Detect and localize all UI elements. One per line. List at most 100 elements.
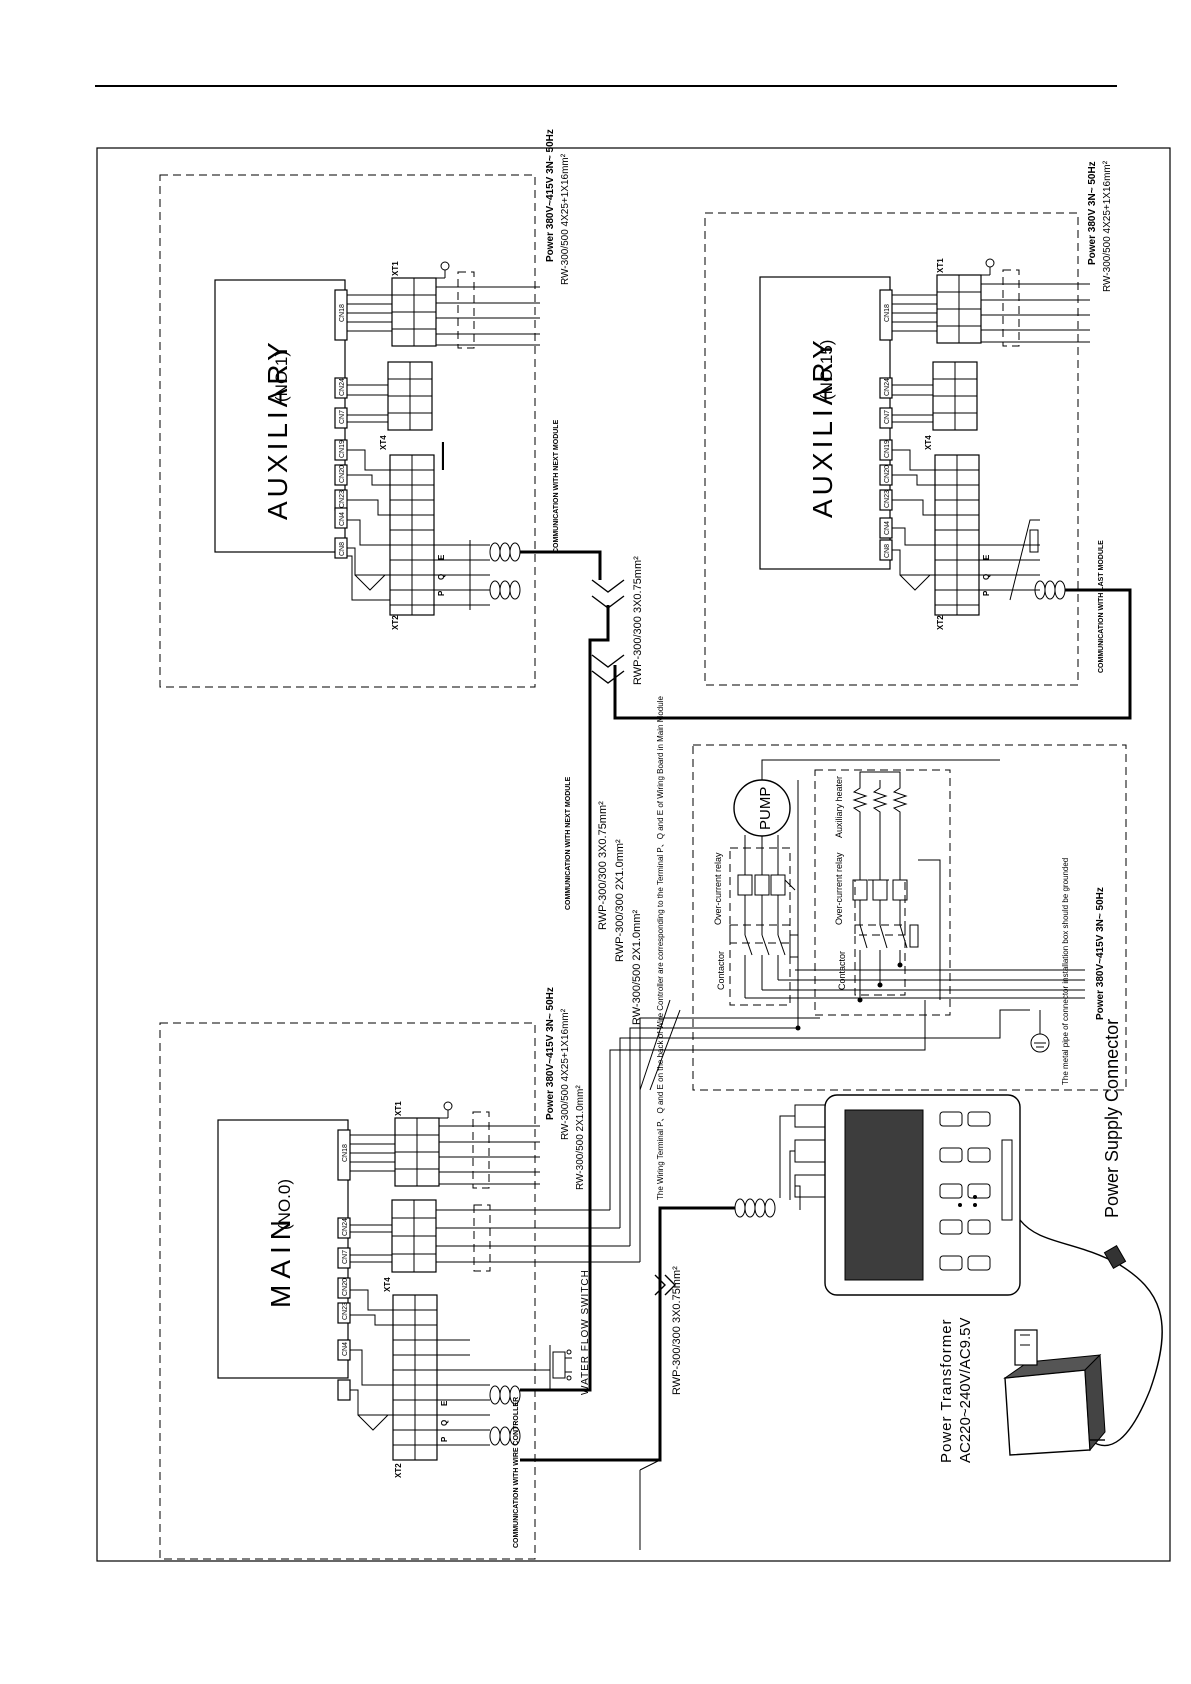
- aux15-p-label: P: [982, 590, 991, 596]
- main-number: (NO.0): [275, 1179, 294, 1230]
- pump-overcurrent-relay: [737, 874, 796, 896]
- aux1-cn24-label: CN24: [339, 378, 346, 396]
- aux1-cn4-label: CN4: [339, 512, 346, 526]
- main-cable-label: RW-300/500 4X25+1X16mm²: [560, 1008, 571, 1140]
- overcurrent2-label: Over-current relay: [834, 852, 844, 925]
- controller-wiring-note: The Wiring Terminal P、Q and E on the bac…: [656, 696, 665, 1200]
- aux1-power-label: Power 380V~415V 3N~ 50Hz: [545, 129, 556, 262]
- rwp-comm-next-label: RWP-300/300 3X0.75mm²: [597, 801, 609, 930]
- aux15-cn19-label: CN19: [884, 440, 891, 458]
- heater-label: Auxiliary heater: [834, 776, 844, 838]
- aux1-comm-coil-upper: [489, 542, 521, 562]
- aux15-e-label: E: [982, 554, 991, 560]
- auxiliary-module-1: AUXILIARY (NO.1) CN18 CN24 CN7 CN19 CN20…: [159, 129, 571, 688]
- wire-controller: The Wiring Terminal P、Q and E on the bac…: [520, 696, 1021, 1550]
- auxiliary-heater: [852, 771, 941, 1000]
- pump-motor: PUMP: [733, 779, 791, 837]
- main-cn20-label: CN20: [342, 1278, 349, 1296]
- aux1-small-text: ▬▬▬▬: [439, 442, 446, 470]
- power-transformer: [1003, 1329, 1106, 1456]
- aux1-cable-label: RW-300/500 4X25+1X16mm²: [560, 153, 571, 285]
- ground-note: The metal pipe of connector installation…: [1061, 858, 1070, 1085]
- pump-panel-power: Power 380V~415V 3N~ 50Hz: [1095, 887, 1106, 1020]
- aux1-cn19-label: CN19: [339, 440, 346, 458]
- main-comm-coil-upper: [489, 1385, 521, 1405]
- aux1-xt1-label: XT1: [391, 261, 400, 276]
- aux1-xt2-label: XT2: [391, 615, 400, 630]
- pump-panel-leads: [609, 780, 945, 1262]
- main-aux-communication: COMMUNICATION WITH NEXT MODULE RWP-300/3…: [520, 630, 643, 1392]
- power-supply: Power Supply Connector Power Transformer…: [938, 1019, 1163, 1463]
- water-flow-switch: [549, 1345, 572, 1390]
- overcurrent1-label: Over-current relay: [713, 852, 723, 925]
- rwp-2x1-label: RWP-300/300 2X1.0mm²: [614, 839, 626, 962]
- aux15-xt1-label: XT1: [936, 258, 945, 273]
- aux1-comm-coil-lower: [489, 580, 521, 600]
- aux15-xt2-label: XT2: [936, 615, 945, 630]
- aux15-cn4-label: CN4: [884, 521, 891, 535]
- aux15-xt4-label: XT4: [924, 435, 933, 450]
- main-comm-label: COMMUNICATION WITH WIRE CONTROLLER: [513, 1397, 520, 1548]
- main-comm-coil-lower: [489, 1426, 521, 1446]
- main-cn24-label: CN24: [342, 1218, 349, 1236]
- aux1-xt4-label: XT4: [379, 435, 388, 450]
- power-supply-label: Power Supply Connector: [1102, 1019, 1122, 1218]
- main-cn18-label: CN18: [342, 1144, 349, 1162]
- aux15-cn7-label: CN7: [884, 410, 891, 424]
- pump-label: PUMP: [757, 787, 774, 830]
- aux15-power-label: Power 380V 3N~ 50Hz: [1087, 161, 1098, 265]
- rw-2x1-label: RW-300/500 2X1.0mm²: [631, 910, 643, 1025]
- aux1-q-label: Q: [437, 574, 446, 580]
- aux15-cn20-label: CN20: [884, 465, 891, 483]
- main-cn4-label: CN4: [342, 1342, 349, 1356]
- aux1-p-label: P: [437, 590, 446, 596]
- main-rw-2x1-label: RW-300/500 2X1.0mm²: [575, 1085, 586, 1190]
- comm-next-module-mid: COMMUNICATION WITH NEXT MODULE: [565, 776, 572, 910]
- aux15-cn23-label: CN23: [884, 490, 891, 508]
- aux1-connector-tabs: [334, 289, 348, 559]
- aux15-title: AUXILIARY: [807, 336, 838, 518]
- aux1-cn8-label: CN8: [339, 542, 346, 556]
- aux1-cn23-label: CN23: [339, 490, 346, 508]
- controller-coil: [734, 1198, 776, 1218]
- main-xt2-label: XT2: [394, 1463, 403, 1478]
- main-cn23-label: CN23: [342, 1302, 349, 1320]
- main-xt4-label: XT4: [383, 1277, 392, 1292]
- aux1-cn7-label: CN7: [339, 410, 346, 424]
- main-title: MAIN: [265, 1214, 296, 1308]
- transformer-spec: AC220~240V/AC9.5V: [957, 1317, 974, 1463]
- aux15-comm-label: COMMUNICATION WITH LAST MODULE: [1098, 540, 1105, 673]
- rwp-controller-label: RWP-300/300 3X0.75mm²: [671, 1266, 683, 1395]
- pump-heater-panel: PUMP Over-current relay Contactor: [692, 744, 1127, 1091]
- main-power-label: Power 380V~415V 3N~ 50Hz: [545, 987, 556, 1120]
- aux15-cn18-label: CN18: [884, 304, 891, 322]
- aux1-comm-label: COMMUNICATION WITH NEXT MODULE: [553, 419, 560, 553]
- main-p-label: P: [440, 1436, 449, 1442]
- transformer-label: Power Transformer: [938, 1318, 955, 1463]
- contactor1-label: Contactor: [716, 951, 726, 990]
- aux1-title: AUXILIARY: [262, 338, 293, 520]
- aux-communication-link: RWP-300/300 3X0.75mm²: [520, 550, 1132, 720]
- aux1-e-label: E: [437, 554, 446, 560]
- aux15-cn24-label: CN24: [884, 378, 891, 396]
- diagram-frame: [96, 147, 1171, 1562]
- pump-contactor: [744, 934, 799, 958]
- aux15-connector-tabs: [879, 289, 893, 561]
- aux15-number: (NO.15): [817, 340, 836, 400]
- rwp-comm-between-label: RWP-300/300 3X0.75mm²: [632, 556, 644, 685]
- panel-ground: [945, 1009, 1050, 1053]
- main-cn7-label: CN7: [342, 1250, 349, 1264]
- main-q-label: Q: [440, 1420, 449, 1426]
- main-connector-tabs: [337, 1129, 351, 1401]
- aux15-cable-label: RW-300/500 4X25+1X16mm²: [1102, 160, 1113, 292]
- aux15-q-label: Q: [982, 574, 991, 580]
- main-e-label: E: [440, 1400, 449, 1406]
- aux15-cn8-label: CN8: [884, 544, 891, 558]
- aux1-cn18-label: CN18: [339, 304, 346, 322]
- main-module: MAIN (NO.0) CN18 CN24 CN7 CN20 CN23 CN4: [159, 987, 640, 1560]
- water-flow-label: WATER FLOW SWITCH: [580, 1269, 591, 1395]
- main-xt1-label: XT1: [394, 1101, 403, 1116]
- contactor2-label: Contactor: [837, 951, 847, 990]
- auxiliary-module-15: AUXILIARY (NO.15) CN18 CN24 CN7 CN19 CN2…: [704, 160, 1113, 686]
